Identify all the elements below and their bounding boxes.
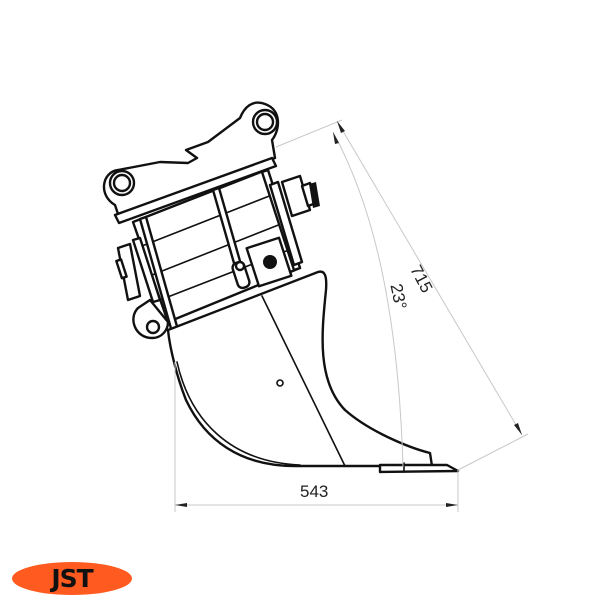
width-dimension — [174, 362, 459, 512]
width-dimension-label: 543 — [300, 482, 329, 501]
lock-block — [231, 236, 293, 290]
logo-text: JST — [51, 564, 93, 593]
front-pin-bore — [255, 112, 275, 132]
length-dimension — [275, 119, 529, 471]
ripper-shank — [166, 270, 434, 468]
coupler-top-plate — [102, 101, 280, 216]
ripper-tooth-tip — [378, 463, 460, 474]
shank-bolt-hole — [276, 379, 284, 387]
logo-ellipse — [12, 562, 132, 595]
side-pin-hole — [145, 319, 161, 335]
rear-pin-bore — [112, 173, 132, 193]
left-side-bracket — [115, 236, 170, 340]
angle-dimension — [332, 131, 404, 468]
base-plate — [113, 156, 278, 225]
hydraulic-block — [268, 174, 320, 267]
jst-logo: JST — [12, 562, 132, 595]
